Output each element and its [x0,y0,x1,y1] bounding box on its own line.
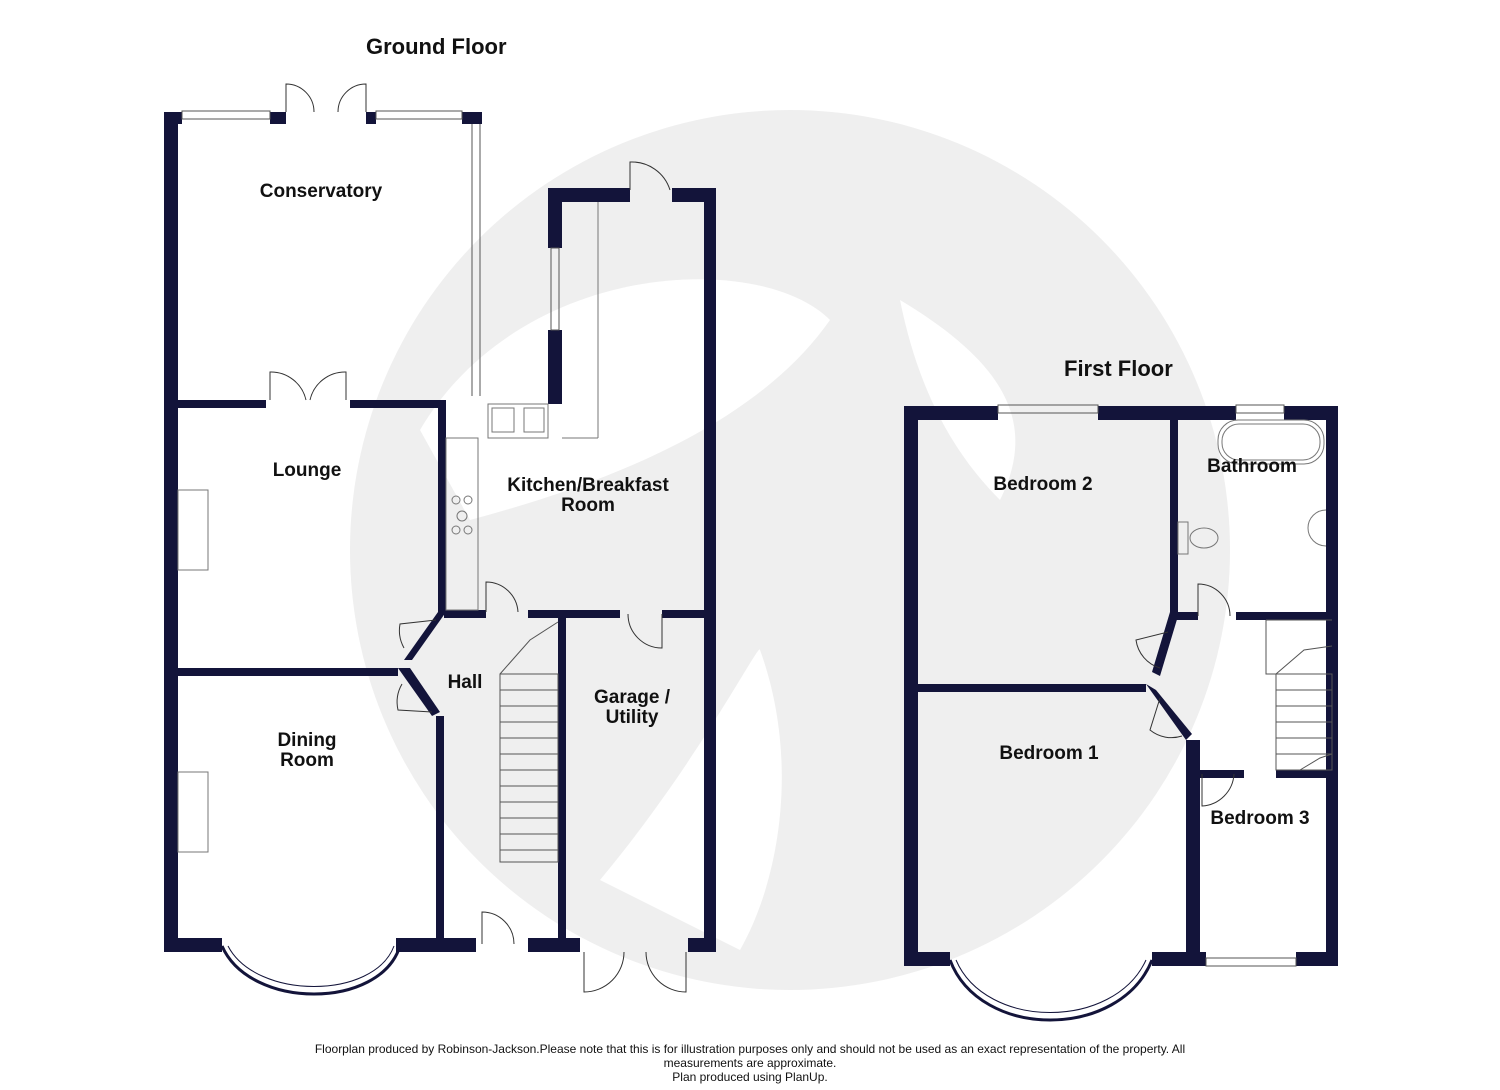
ground-floor-walls [164,112,716,952]
room-label-bedroom-2: Bedroom 2 [993,474,1093,495]
room-label-lounge: Lounge [272,460,342,481]
room-label-bedroom-1: Bedroom 1 [999,743,1099,764]
room-label-conservatory: Conservatory [259,181,383,202]
room-label-kitchen: Kitchen/Breakfast Room [507,476,669,516]
doors [269,83,687,993]
room-label-hall: Hall [447,672,483,693]
room-label-dining-line2: Room [280,750,334,771]
first-floor-doors [1135,583,1235,807]
kitchen-fixtures [445,202,599,611]
room-label-garage-line1: Garage / [593,687,671,708]
first-floor-title: First Floor [1064,356,1173,381]
disclaimer-line-2: measurements are approximate. [663,1056,837,1070]
ground-floor-title: Ground Floor [366,34,507,59]
disclaimer-footer: Floorplan produced by Robinson-Jackson.P… [0,1042,1500,1084]
ground-stairs [499,621,559,863]
chimney-breasts [177,489,209,853]
disclaimer-line-3: Plan produced using PlanUp. [672,1070,828,1084]
room-label-garage-line2: Utility [605,707,659,728]
room-label-kitchen-line1: Kitchen/Breakfast [507,475,669,496]
room-label-bathroom: Bathroom [1207,456,1297,477]
room-label-bedroom-3: Bedroom 3 [1210,808,1310,829]
room-label-kitchen-line2: Room [561,495,615,516]
first-floor-stairs [1265,619,1333,771]
room-label-dining-line1: Dining [277,730,337,751]
bathroom-fixtures [1177,419,1327,555]
dining-bay-window [220,945,402,996]
room-label-dining: Dining Room [277,731,336,771]
first-floor-windows [948,404,1297,1022]
room-label-garage: Garage / Utility [594,688,670,728]
watermark-logo [350,110,1230,990]
disclaimer-line-1: Floorplan produced by Robinson-Jackson.P… [314,1042,1186,1056]
conservatory-glazing [181,110,560,396]
